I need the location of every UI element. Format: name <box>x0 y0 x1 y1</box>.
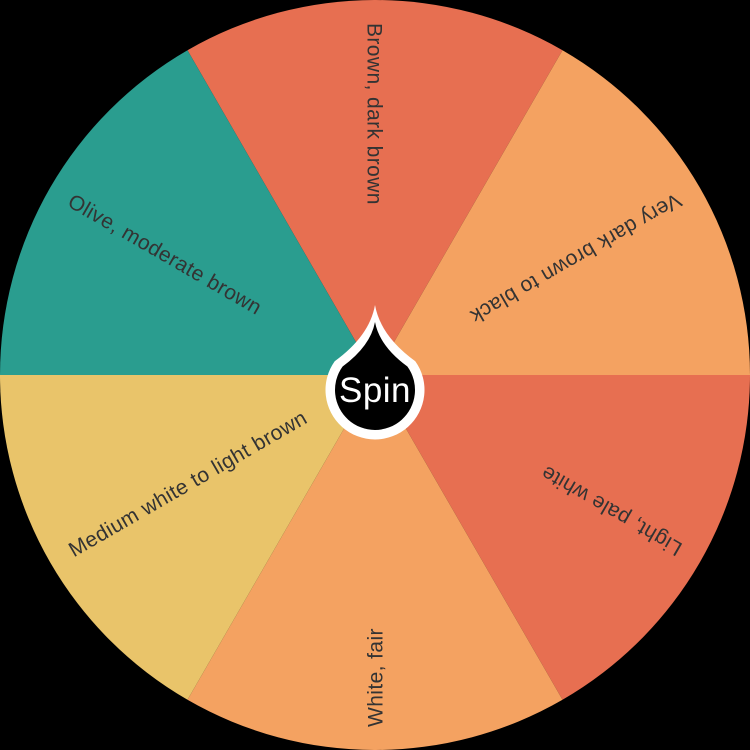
wheel-segment-white-fair[interactable] <box>187 375 563 750</box>
spin-pointer-icon[interactable] <box>335 322 415 430</box>
wheel-segment-light-pale-white[interactable] <box>375 375 750 700</box>
spin-button[interactable]: Spin <box>325 305 425 440</box>
wheel-segment-very-dark-brown-to-black[interactable] <box>375 50 750 376</box>
wheel-segment-medium-white-to-light-brown[interactable] <box>0 375 375 700</box>
wheel-segment-brown-dark-brown[interactable] <box>187 0 563 375</box>
wheel-segment-olive-moderate-brown[interactable] <box>0 50 375 375</box>
spin-button-label[interactable]: Spin <box>339 371 411 410</box>
